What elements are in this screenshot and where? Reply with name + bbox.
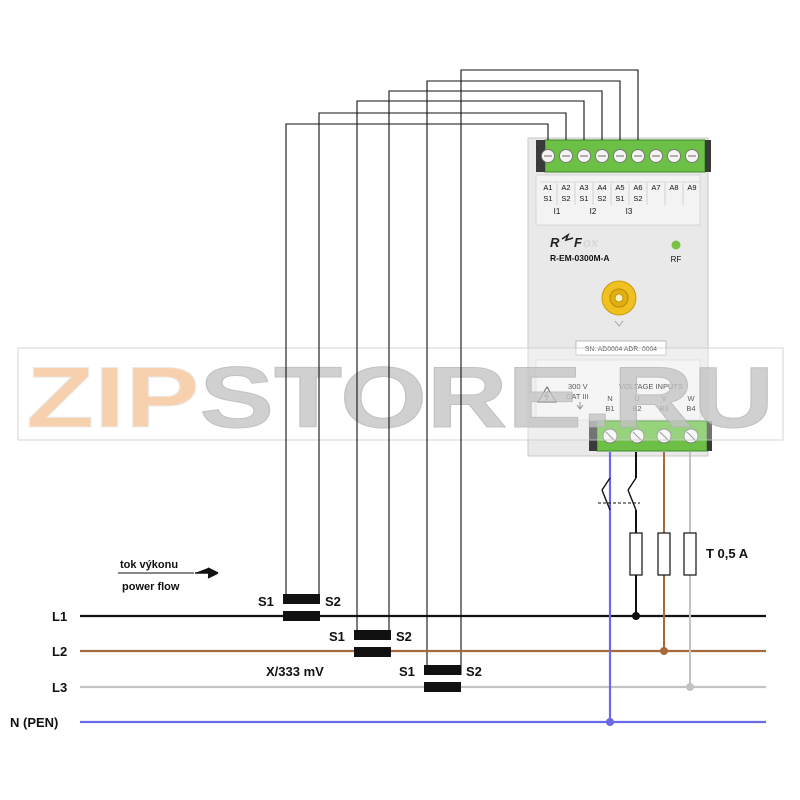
terminal-sub-a2: S2 <box>561 194 570 203</box>
serial-label: SN: AD0004 ADR: 0004 <box>585 346 657 353</box>
power-flow-cz: tok výkonu <box>120 559 178 571</box>
ct-wire-5 <box>426 80 621 675</box>
junction-l3 <box>686 683 694 691</box>
terminal-screw-a9 <box>685 149 699 163</box>
device-upper-panel <box>535 174 701 226</box>
terminal-sub-a1: S1 <box>543 194 552 203</box>
terminal-sub-a3: S1 <box>579 194 588 203</box>
phase-lines <box>80 614 766 724</box>
ct-wire-1 <box>285 123 549 604</box>
voltage-phase-v: V <box>661 394 666 403</box>
terminal-screw-a7 <box>649 149 663 163</box>
terminal-label-a9: A9 <box>687 183 696 192</box>
terminal-label-a2: A2 <box>561 183 570 192</box>
current-transformer-3: S1 S2 <box>399 664 482 692</box>
rf-label: RF <box>671 255 682 264</box>
junction-l2 <box>660 647 668 655</box>
terminal-screw-a3 <box>577 149 591 163</box>
terminal-screw-a1 <box>541 149 555 163</box>
terminal-label-a3: A3 <box>579 183 588 192</box>
voltage-inputs-label: VOLTAGE INPUTS <box>619 382 683 391</box>
line-label-l2: L2 <box>52 644 67 659</box>
bottom-terminal-cap-left <box>589 421 597 451</box>
top-terminal-cap-left <box>536 140 545 172</box>
svg-text:ox: ox <box>583 235 599 250</box>
ct3-s1-label: S1 <box>399 664 415 679</box>
bottom-terminal-cap-right <box>707 421 712 451</box>
terminal-label-a8: A8 <box>669 183 678 192</box>
power-flow-en: power flow <box>122 581 180 593</box>
terminal-sub-a4: S2 <box>597 194 606 203</box>
svg-text:R: R <box>550 235 560 250</box>
group-label-i3: I3 <box>626 207 633 216</box>
voltage-phase-n: N <box>607 394 612 403</box>
antenna-connector-icon <box>601 280 637 327</box>
ct-wires <box>285 69 639 675</box>
rf-led-icon <box>671 240 681 250</box>
terminal-screw-a8 <box>667 149 681 163</box>
terminal-screw-a2 <box>559 149 573 163</box>
ct1-s2-label: S2 <box>325 594 341 609</box>
top-terminal-screws <box>541 149 699 163</box>
high-voltage-warning-icon <box>537 386 557 403</box>
ct3-s2-label: S2 <box>466 664 482 679</box>
ct-output-label: X/333 mV <box>266 664 324 679</box>
current-transformer-2: S1 S2 <box>329 629 412 657</box>
group-label-i2: I2 <box>590 207 597 216</box>
top-terminal-cap-right <box>705 140 711 172</box>
rfox-logo: R F ox <box>550 232 599 250</box>
junction-n <box>606 718 614 726</box>
terminal-screw-a5 <box>613 149 627 163</box>
voltage-terminal-b4: B4 <box>686 404 695 413</box>
voltage-taps: T 0,5 A <box>598 452 749 726</box>
line-label-l3: L3 <box>52 680 67 695</box>
fuse-l2-icon <box>657 532 671 576</box>
group-label-i1: I1 <box>554 207 561 216</box>
fuse-l1-icon <box>629 532 643 576</box>
current-transformer-1: S1 S2 <box>258 594 341 621</box>
device-model: R-EM-0300M-A <box>550 253 610 263</box>
ct-wire-4 <box>388 90 603 640</box>
ct-wire-2 <box>318 112 567 604</box>
terminal-screw-a4 <box>595 149 609 163</box>
ct2-s2-label: S2 <box>396 629 412 644</box>
ct-wire-6 <box>460 69 639 675</box>
terminal-label-a4: A4 <box>597 183 606 192</box>
voltage-terminal-b2: B2 <box>632 404 641 413</box>
line-label-n: N (PEN) <box>10 715 58 730</box>
ground-arrow-icon <box>576 402 584 410</box>
line-label-l1: L1 <box>52 609 67 624</box>
ct1-s1-label: S1 <box>258 594 274 609</box>
disconnect-switch-icon <box>598 477 640 511</box>
category-rating: CAT III <box>566 392 589 401</box>
voltage-phase-u: U <box>634 394 639 403</box>
ct2-s1-label: S1 <box>329 629 345 644</box>
fuse-rating: T 0,5 A <box>706 546 749 561</box>
svg-text:F: F <box>574 235 583 250</box>
voltage-terminal-b3: B3 <box>659 404 668 413</box>
terminal-label-a5: A5 <box>615 183 624 192</box>
terminal-label-a7: A7 <box>651 183 660 192</box>
terminal-sub-a5: S1 <box>615 194 624 203</box>
terminal-sub-a6: S2 <box>633 194 642 203</box>
terminal-screw-a6 <box>631 149 645 163</box>
junction-l1 <box>632 612 640 620</box>
voltage-rating: 300 V <box>568 382 588 391</box>
terminal-label-a6: A6 <box>633 183 642 192</box>
device-lower-panel <box>535 359 701 421</box>
terminal-label-a1: A1 <box>543 183 552 192</box>
ct-wire-3 <box>356 100 585 640</box>
fuse-l3-icon <box>683 532 697 576</box>
voltage-terminal-b1: B1 <box>605 404 614 413</box>
bottom-terminal-labels: NB1 UB2 VB3 WB4 <box>605 394 695 413</box>
voltage-phase-w: W <box>687 394 695 403</box>
